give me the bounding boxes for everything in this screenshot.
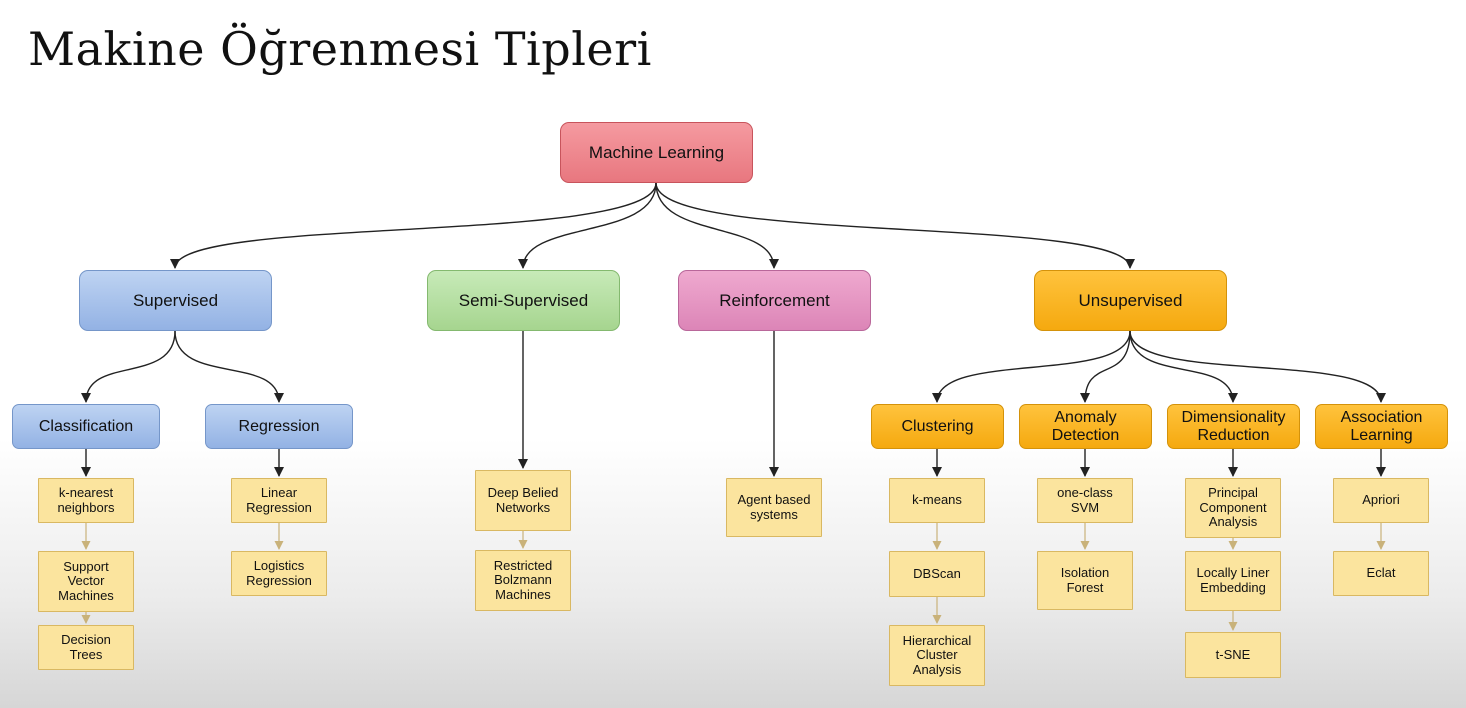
node-locally-liner-embedding: Locally Liner Embedding	[1185, 551, 1281, 611]
node-hierarchical-cluster-analysis: Hierarchical Cluster Analysis	[889, 625, 985, 686]
edge-root-supervised	[170, 182, 657, 269]
node-principal-component-analysis: Principal Component Analysis	[1185, 478, 1281, 538]
node-restricted-bolzmann-machines: Restricted Bolzmann Machines	[475, 550, 571, 611]
edge-unsupervised-dimensionality	[1129, 330, 1238, 403]
node-agent-based-systems: Agent based systems	[726, 478, 822, 537]
node-association-learning: Association Learning	[1315, 404, 1448, 449]
node-unsupervised: Unsupervised	[1034, 270, 1227, 331]
node-one-class-svm: one-class SVM	[1037, 478, 1133, 523]
node-semi-supervised: Semi-Supervised	[427, 270, 620, 331]
node-t-sne: t-SNE	[1185, 632, 1281, 678]
node-classification: Classification	[12, 404, 160, 449]
edge-root-unsupervised	[655, 182, 1135, 269]
node-machine-learning: Machine Learning	[560, 122, 753, 183]
node-knn: k-nearest neighbors	[38, 478, 134, 523]
node-decision-trees: Decision Trees	[38, 625, 134, 670]
node-anomaly-detection: Anomaly Detection	[1019, 404, 1152, 449]
node-supervised: Supervised	[79, 270, 272, 331]
node-linear-regression: Linear Regression	[231, 478, 327, 523]
edge-root-reinforcement	[655, 182, 779, 269]
edge-unsupervised-association	[1129, 330, 1386, 403]
node-isolation-forest: Isolation Forest	[1037, 551, 1133, 610]
edge-unsupervised-anomaly	[1080, 330, 1131, 403]
node-eclat: Eclat	[1333, 551, 1429, 596]
node-dbscan: DBScan	[889, 551, 985, 597]
edge-supervised-classification	[81, 330, 176, 403]
node-clustering: Clustering	[871, 404, 1004, 449]
node-dimensionality-reduction: Dimensionality Reduction	[1167, 404, 1300, 449]
node-k-means: k-means	[889, 478, 985, 523]
edge-supervised-regression	[174, 330, 284, 403]
node-apriori: Apriori	[1333, 478, 1429, 523]
node-svm: Support Vector Machines	[38, 551, 134, 612]
page-title: Makine Öğrenmesi Tipleri	[28, 22, 652, 76]
edge-unsupervised-clustering	[932, 330, 1131, 403]
node-logistics-regression: Logistics Regression	[231, 551, 327, 596]
node-deep-belied-networks: Deep Belied Networks	[475, 470, 571, 531]
node-regression: Regression	[205, 404, 353, 449]
edge-root-semi-supervised	[518, 182, 657, 269]
node-reinforcement: Reinforcement	[678, 270, 871, 331]
